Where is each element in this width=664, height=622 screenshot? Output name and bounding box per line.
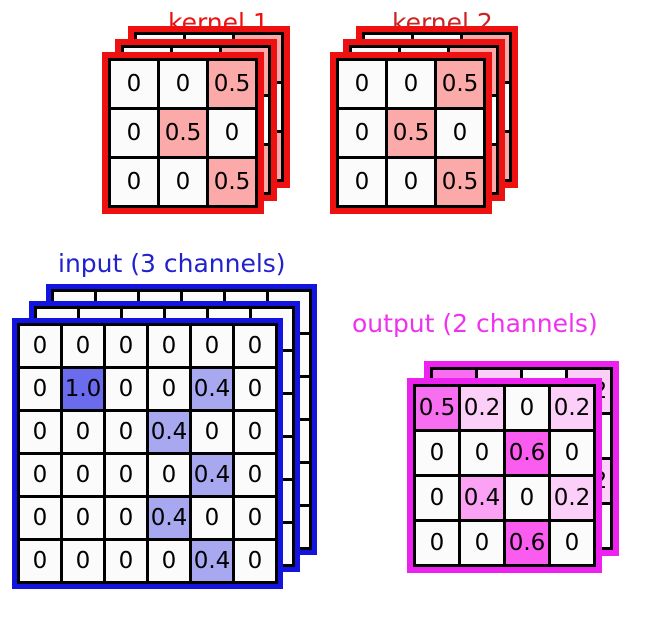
kernel2-layer0-cell-r1-c0: 0 <box>339 110 385 156</box>
input-layer0-cell-r3-c1: 0 <box>63 455 103 495</box>
input-layer0-cell-r0-c2: 0 <box>106 326 146 366</box>
input-layer0-cell-r3-c0: 0 <box>20 455 60 495</box>
output-layer0-cell-r3-c2: 0.6 <box>506 522 548 564</box>
kernel1-layer0-cell-r0-c0: 0 <box>111 61 157 107</box>
input-layer0-cell-r5-c5: 0 <box>235 541 275 581</box>
output-layer0-cell-r0-c2: 0 <box>506 387 548 429</box>
kernel1-layer0-cell-r2-c2: 0.5 <box>209 159 255 205</box>
input-layer0-cell-r5-c1: 0 <box>63 541 103 581</box>
input-layer0-cell-r0-c1: 0 <box>63 326 103 366</box>
input-layer0-cell-r3-c3: 0 <box>149 455 189 495</box>
input-layer0-cell-r0-c4: 0 <box>192 326 232 366</box>
input-layer0-cell-r1-c5: 0 <box>235 369 275 409</box>
kernel1-layer0-cell-r1-c0: 0 <box>111 110 157 156</box>
input-layer0-cell-r0-c3: 0 <box>149 326 189 366</box>
input-layer0-cell-r1-c1: 1.0 <box>63 369 103 409</box>
kernel2-layer0-cell-r2-c0: 0 <box>339 159 385 205</box>
output-layer0-cell-r0-c0: 0.5 <box>416 387 458 429</box>
input-label: input (3 channels) <box>58 249 286 278</box>
input-layer0-cell-r5-c4: 0.4 <box>192 541 232 581</box>
kernel2-layer0-cell-r2-c1: 0 <box>388 159 434 205</box>
output-layer0-cell-r2-c1: 0.4 <box>461 477 503 519</box>
output-layer0-cell-r3-c0: 0 <box>416 522 458 564</box>
input-layer0-cell-r1-c2: 0 <box>106 369 146 409</box>
input-layer0-cell-r2-c2: 0 <box>106 412 146 452</box>
input-layer0-cell-r2-c1: 0 <box>63 412 103 452</box>
kernel1-layer0-cell-r0-c2: 0.5 <box>209 61 255 107</box>
output-layer0-cell-r0-c1: 0.2 <box>461 387 503 429</box>
input-layer0-cell-r5-c2: 0 <box>106 541 146 581</box>
input-layer0-cell-r4-c1: 0 <box>63 498 103 538</box>
output-layer0-cell-r1-c1: 0 <box>461 432 503 474</box>
kernel1-layer0-cell-r2-c1: 0 <box>160 159 206 205</box>
input-layer0-cell-r3-c4: 0.4 <box>192 455 232 495</box>
kernel2-layer0-cell-r0-c1: 0 <box>388 61 434 107</box>
output-layer0-cell-r0-c3: 0.2 <box>551 387 593 429</box>
output-label: output (2 channels) <box>352 309 598 338</box>
output-layer0-cell-r3-c1: 0 <box>461 522 503 564</box>
kernel2-layer0-cell-r2-c2: 0.5 <box>437 159 483 205</box>
input-layer0-cell-r4-c2: 0 <box>106 498 146 538</box>
input-layer0-cell-r1-c4: 0.4 <box>192 369 232 409</box>
input-layer0-cell-r2-c4: 0 <box>192 412 232 452</box>
kernel2-layer0-cell-r1-c1: 0.5 <box>388 110 434 156</box>
kernel2-layer0-cell-r0-c0: 0 <box>339 61 385 107</box>
input-layer0-cell-r4-c5: 0 <box>235 498 275 538</box>
kernel1-layer0-cell-r1-c1: 0.5 <box>160 110 206 156</box>
output-layer0-cell-r2-c2: 0 <box>506 477 548 519</box>
input-layer0-cell-r2-c0: 0 <box>20 412 60 452</box>
output-layer0-cell-r1-c2: 0.6 <box>506 432 548 474</box>
input-layer0-cell-r0-c0: 0 <box>20 326 60 366</box>
output-layer0-cell-r2-c3: 0.2 <box>551 477 593 519</box>
input-layer0-cell-r4-c0: 0 <box>20 498 60 538</box>
output-layer0-cell-r1-c3: 0 <box>551 432 593 474</box>
input-layer0-cell-r2-c5: 0 <box>235 412 275 452</box>
kernel2-layer0-cell-r1-c2: 0 <box>437 110 483 156</box>
kernel1-layer0-cell-r0-c1: 0 <box>160 61 206 107</box>
kernel1-layer0-cell-r1-c2: 0 <box>209 110 255 156</box>
kernel1-layer0-cell-r2-c0: 0 <box>111 159 157 205</box>
input-layer0-cell-r1-c3: 0 <box>149 369 189 409</box>
input-layer0-cell-r3-c2: 0 <box>106 455 146 495</box>
input-layer0-cell-r1-c0: 0 <box>20 369 60 409</box>
input-layer0-cell-r4-c4: 0 <box>192 498 232 538</box>
input-layer0-cell-r5-c0: 0 <box>20 541 60 581</box>
output-layer0-cell-r2-c0: 0 <box>416 477 458 519</box>
output-layer0-cell-r3-c3: 0 <box>551 522 593 564</box>
output-layer0-cell-r1-c0: 0 <box>416 432 458 474</box>
input-layer0-cell-r2-c3: 0.4 <box>149 412 189 452</box>
input-layer0-cell-r5-c3: 0 <box>149 541 189 581</box>
input-layer0-cell-r4-c3: 0.4 <box>149 498 189 538</box>
input-layer0-cell-r3-c5: 0 <box>235 455 275 495</box>
kernel2-layer0-cell-r0-c2: 0.5 <box>437 61 483 107</box>
input-layer0-cell-r0-c5: 0 <box>235 326 275 366</box>
